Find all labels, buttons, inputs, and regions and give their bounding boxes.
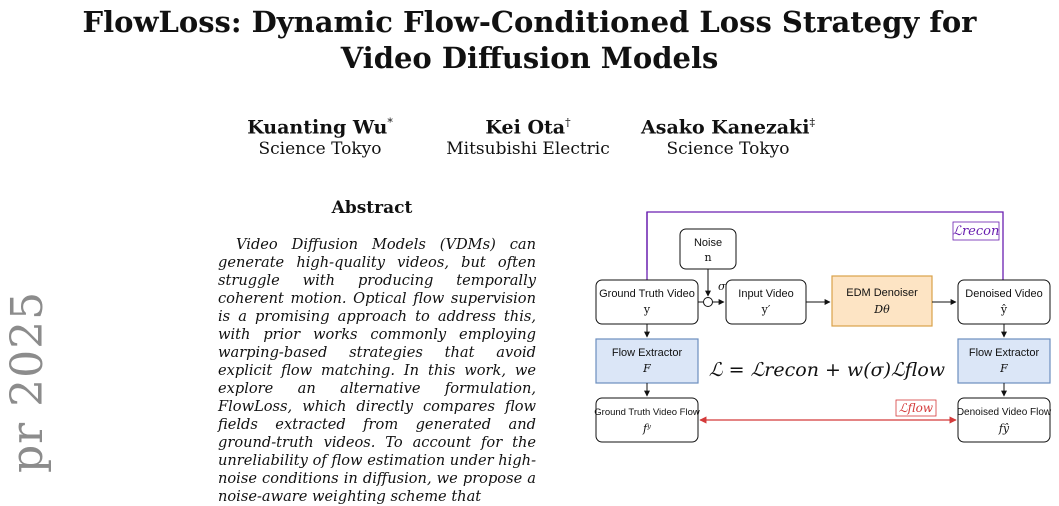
gt-flow-symbol: fʸ bbox=[642, 422, 651, 435]
paper-title-line1: FlowLoss: Dynamic Flow-Conditioned Loss … bbox=[82, 5, 977, 39]
flow-extractor-left-box: Flow Extractor F bbox=[595, 338, 699, 384]
noise-box: Noise n bbox=[679, 228, 737, 270]
method-figure: ℒrecon Noise n σ Ground Truth Video y In… bbox=[594, 211, 1052, 443]
input-video-label: Input Video bbox=[738, 288, 793, 300]
author-2-name: Kei Ota bbox=[485, 116, 566, 139]
author-3-name: Asako Kanezaki bbox=[641, 116, 810, 139]
denoised-flow-box: Denoised Video Flow fŷ bbox=[957, 397, 1052, 443]
gt-flow-label: Ground Truth Video Flow bbox=[594, 407, 700, 418]
abstract-heading: Abstract bbox=[331, 198, 413, 218]
denoised-video-symbol: ŷ bbox=[1000, 303, 1008, 316]
flow-loss-tag bbox=[895, 399, 937, 417]
noise-label: Noise bbox=[694, 237, 722, 249]
noise-symbol: n bbox=[704, 251, 711, 264]
denoised-video-label: Denoised Video bbox=[965, 288, 1042, 300]
paper-title: FlowLoss: Dynamic Flow-Conditioned Loss … bbox=[0, 4, 1059, 76]
gt-video-symbol: y bbox=[643, 303, 651, 316]
author-1-affiliation: Science Tokyo bbox=[258, 139, 382, 160]
gt-video-label: Ground Truth Video bbox=[599, 288, 695, 300]
flow-extractor-right-label: Flow Extractor bbox=[969, 347, 1040, 359]
input-video-symbol: y′ bbox=[761, 303, 771, 316]
author-1-name: Kuanting Wu bbox=[247, 116, 388, 139]
author-3: Asako Kanezaki‡ Science Tokyo bbox=[598, 112, 858, 160]
author-1-mark: * bbox=[387, 116, 393, 129]
recon-loss-label: ℒrecon bbox=[953, 224, 1000, 239]
edm-label: EDM Denoiser bbox=[846, 287, 918, 299]
flow-extractor-right-box: Flow Extractor F bbox=[957, 338, 1051, 384]
loss-equation: ℒ = ℒrecon + w(σ)ℒflow bbox=[709, 359, 945, 381]
edm-symbol: Dθ bbox=[873, 303, 890, 316]
author-2-mark: † bbox=[565, 116, 571, 129]
denoised-video-box: Denoised Video ŷ bbox=[957, 279, 1051, 325]
add-node bbox=[703, 297, 713, 307]
input-video-box: Input Video y′ bbox=[725, 279, 807, 325]
author-3-affiliation: Science Tokyo bbox=[666, 139, 790, 160]
flow-extractor-right-symbol: F bbox=[999, 362, 1008, 375]
denoised-flow-symbol: fŷ bbox=[998, 422, 1010, 435]
author-2-affiliation: Mitsubishi Electric bbox=[446, 139, 610, 160]
author-3-mark: ‡ bbox=[809, 116, 815, 129]
author-2: Kei Ota† Mitsubishi Electric bbox=[398, 112, 658, 160]
gt-flow-box: Ground Truth Video Flow fʸ bbox=[594, 397, 700, 443]
denoised-flow-label: Denoised Video Flow bbox=[957, 407, 1052, 418]
recon-loss-tag bbox=[952, 221, 1000, 241]
paper-title-line2: Video Diffusion Models bbox=[340, 41, 719, 75]
flow-extractor-left-symbol: F bbox=[642, 362, 651, 375]
author-1: Kuanting Wu* Science Tokyo bbox=[190, 112, 450, 160]
edm-denoiser-box: EDM Denoiser Dθ bbox=[831, 275, 933, 327]
flow-extractor-left-label: Flow Extractor bbox=[612, 347, 683, 359]
flow-loss-label: ℒflow bbox=[899, 401, 934, 415]
sigma-label: σ bbox=[718, 280, 726, 293]
gt-video-box: Ground Truth Video y bbox=[595, 279, 699, 325]
